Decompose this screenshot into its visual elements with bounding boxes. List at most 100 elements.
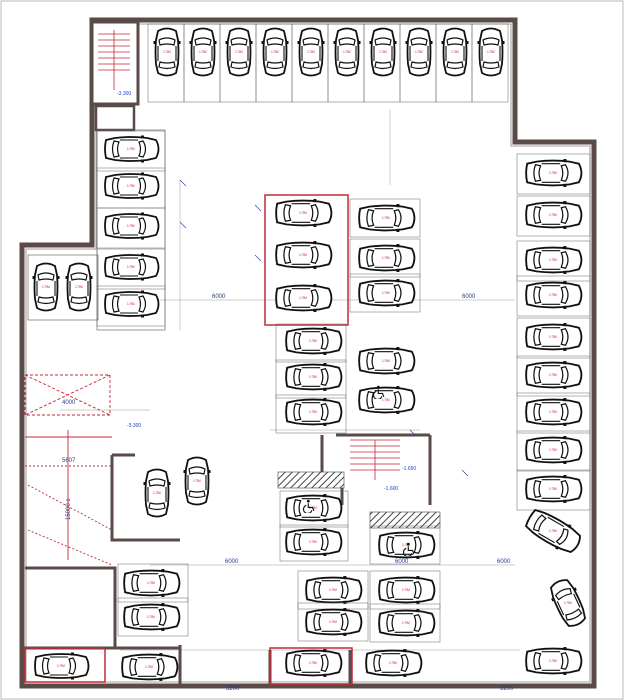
stair-icon bbox=[98, 30, 130, 90]
space-tag: 1 ПМ bbox=[379, 50, 387, 54]
space-tag: 1 ПМ bbox=[193, 479, 201, 483]
parking-bay bbox=[275, 394, 347, 434]
dimension-label: 6000 bbox=[225, 559, 239, 565]
parking-bay bbox=[516, 153, 591, 195]
dimension-label: 5607 bbox=[62, 458, 76, 464]
parking-bay bbox=[275, 323, 347, 363]
dimension-label: 6000 bbox=[497, 559, 511, 565]
parking-bay bbox=[516, 240, 591, 282]
space-tag: 1 ПМ bbox=[549, 487, 557, 491]
space-tag: 1 ПМ bbox=[549, 213, 557, 217]
dimension-label: 6000 bbox=[395, 559, 409, 565]
space-tag: 1 ПМ bbox=[564, 601, 572, 605]
parking-bay bbox=[516, 195, 591, 237]
space-tag: 1 ПМ bbox=[549, 373, 557, 377]
parking-bay bbox=[349, 238, 421, 278]
space-tag: 1 ПМ bbox=[402, 588, 410, 592]
dimension-ticks bbox=[179, 179, 469, 477]
space-tag: 1 ПМ bbox=[389, 661, 397, 665]
bay-group-center bbox=[264, 194, 349, 326]
space-tag: 1 ПМ bbox=[382, 291, 390, 295]
dimension-label: 6000 bbox=[212, 294, 226, 300]
space-tag: 1 ПМ bbox=[299, 296, 307, 300]
parking-bay bbox=[96, 130, 166, 172]
dimension-label: 3200 bbox=[500, 686, 514, 692]
space-tag: 1 ПМ bbox=[309, 339, 317, 343]
parking-bay bbox=[117, 597, 189, 637]
outer-wall bbox=[19, 17, 597, 689]
space-tag: 1 ПМ bbox=[307, 50, 315, 54]
level-marker: -3.300 bbox=[117, 91, 131, 97]
space-tag: 1 ПМ bbox=[309, 410, 317, 414]
space-tag: 1 ПМ bbox=[147, 615, 155, 619]
dimension-label: 15000 с bbox=[66, 499, 72, 520]
dimension-label: 4000 bbox=[62, 400, 76, 406]
parking-bay bbox=[279, 490, 349, 528]
parking-bay bbox=[96, 207, 166, 249]
space-tag: 1 ПМ bbox=[235, 50, 243, 54]
parking-bay bbox=[516, 275, 591, 317]
parking-bay bbox=[516, 430, 591, 472]
space-tag: 1 ПМ bbox=[382, 216, 390, 220]
space-tag: 1 ПМ bbox=[402, 621, 410, 625]
space-tag: 1 ПМ bbox=[382, 398, 390, 402]
space-tag: 1 ПМ bbox=[451, 50, 459, 54]
space-tag: 1 ПМ bbox=[199, 50, 207, 54]
space-tag: 1 ПМ bbox=[309, 540, 317, 544]
space-tag: 1 ПМ bbox=[42, 285, 50, 289]
parking-bay bbox=[516, 355, 591, 397]
space-tag: 1 ПМ bbox=[127, 184, 135, 188]
space-tag: 1 ПМ bbox=[549, 659, 557, 663]
space-tag: 1 ПМ bbox=[163, 50, 171, 54]
space-tag: 1 ПМ bbox=[549, 293, 557, 297]
space-tag: 1 ПМ bbox=[309, 375, 317, 379]
parking-bay bbox=[369, 570, 441, 610]
space-tag: 1 ПМ bbox=[147, 581, 155, 585]
bay-row-top bbox=[147, 23, 509, 103]
bay-group-bottom bbox=[269, 647, 353, 685]
space-tag: 1 ПМ bbox=[127, 224, 135, 228]
parking-bay bbox=[96, 248, 166, 290]
space-tag: 1 ПМ bbox=[382, 359, 390, 363]
dimension-label: 6000 bbox=[462, 294, 476, 300]
hatched-zone-2 bbox=[369, 511, 441, 529]
parking-bay bbox=[117, 563, 189, 603]
space-tag: 1 ПМ bbox=[549, 335, 557, 339]
space-tag: 1 ПМ bbox=[487, 50, 495, 54]
bays-left-vertical bbox=[27, 254, 99, 321]
ramp-zone bbox=[24, 374, 113, 566]
parking-bay bbox=[349, 273, 421, 313]
car-layer: 1 ПМ 1 ПМ 1 ПМ 1 ПМ 1 ПМ 1 ПМ 1 ПМ 1 ПМ 1 ПМ 1 ПМ… bbox=[31, 27, 592, 682]
stair-icon-center bbox=[350, 439, 400, 480]
space-tag: 1 ПМ bbox=[57, 664, 65, 668]
parking-bay bbox=[279, 524, 349, 562]
space-tag: 1 ПМ bbox=[271, 50, 279, 54]
space-tag: 1 ПМ bbox=[329, 620, 337, 624]
space-tag: 1 ПМ bbox=[549, 448, 557, 452]
space-tag: 1 ПМ bbox=[402, 543, 410, 547]
parking-bay bbox=[516, 392, 591, 434]
space-tag: 1 ПМ bbox=[299, 253, 307, 257]
space-tag: 1 ПМ bbox=[549, 529, 557, 533]
dimension-label: 3200 bbox=[226, 686, 240, 692]
space-tag: 1 ПМ bbox=[549, 410, 557, 414]
space-tag: 1 ПМ bbox=[309, 661, 317, 665]
space-tag: 1 ПМ bbox=[299, 211, 307, 215]
space-tag: 1 ПМ bbox=[127, 147, 135, 151]
level-marker: -3.300 bbox=[127, 423, 141, 429]
parking-bay bbox=[275, 359, 347, 399]
inner-wall-outline bbox=[25, 23, 591, 683]
parking-bay bbox=[297, 602, 369, 642]
level-marker: -1.650 bbox=[402, 466, 416, 472]
level-marker: -1.600 bbox=[384, 486, 398, 492]
space-tag: 1 ПМ bbox=[127, 302, 135, 306]
space-tag: 1 ПМ bbox=[329, 588, 337, 592]
space-tag: 1 ПМ bbox=[127, 265, 135, 269]
parking-bay bbox=[96, 285, 166, 327]
space-tag: 1 ПМ bbox=[549, 171, 557, 175]
hatched-zone-1 bbox=[277, 471, 345, 489]
parking-bay bbox=[369, 603, 441, 643]
parking-bay bbox=[471, 23, 509, 103]
space-tag: 1 ПМ bbox=[343, 50, 351, 54]
